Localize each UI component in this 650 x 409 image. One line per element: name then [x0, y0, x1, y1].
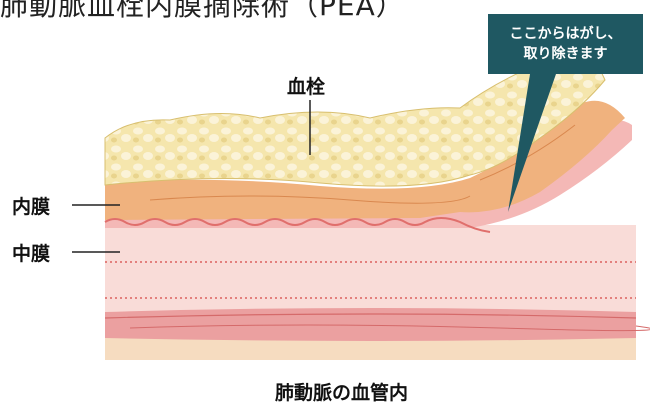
thrombus-label: 血栓	[287, 76, 326, 98]
caption-label: 肺動脈の血管内	[275, 382, 409, 404]
callout-line-2: 取り除きます	[523, 46, 608, 62]
callout-line-1: ここからはがし、	[509, 26, 622, 42]
intima-layer	[105, 100, 625, 220]
media-layer	[105, 225, 636, 312]
media-label: 中膜	[12, 243, 51, 265]
outer-layer	[105, 335, 636, 360]
callout-box: ここからはがし、 取り除きます	[488, 14, 643, 74]
intima-label: 内膜	[12, 196, 51, 218]
adventitia-layer	[105, 306, 636, 341]
callout-pointer	[508, 74, 556, 212]
page-title: 肺動脈血栓内膜摘除術（PEA）	[0, 0, 405, 22]
